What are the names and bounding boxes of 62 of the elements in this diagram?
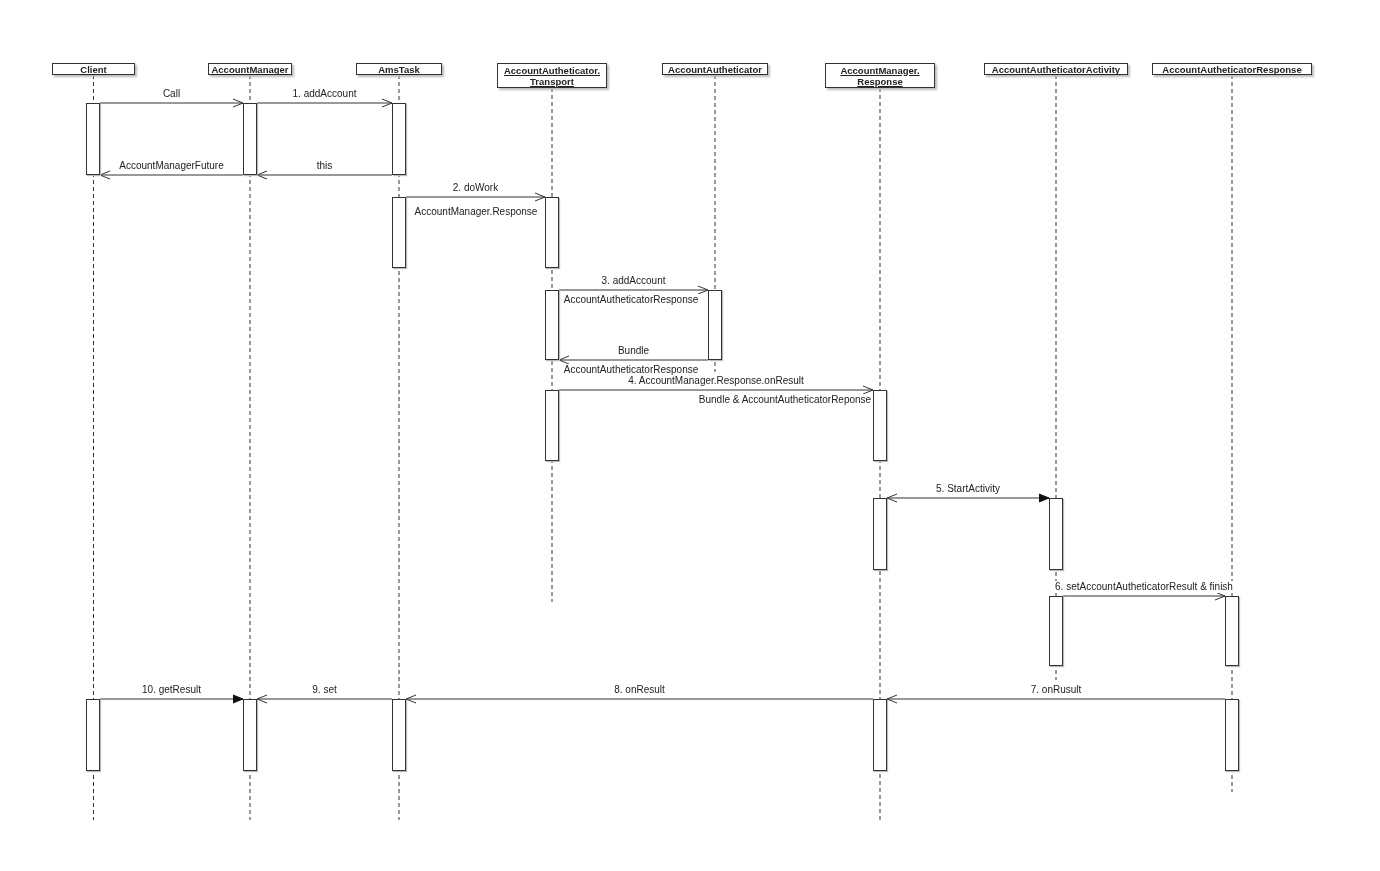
arrow [558, 285, 709, 295]
edge-label: 6. setAccountAutheticatorResult & finish [1054, 581, 1234, 593]
activation-bar [392, 103, 406, 175]
activation-bar [545, 197, 559, 268]
edge-label: Bundle [616, 345, 651, 357]
participant-name: AmsTask [378, 63, 420, 75]
edge-label: 5. StartActivity [935, 483, 1001, 495]
participant-name: AccountAutheticator. Transport [502, 64, 602, 87]
arrow [558, 385, 874, 395]
edge-label: 4. AccountManager.Response.onResult [627, 375, 805, 387]
arrow [405, 694, 874, 704]
message-parameter: AccountAutheticatorResponse [562, 364, 700, 376]
arrow [99, 694, 244, 704]
message-parameter: AccountManager.Response [413, 206, 539, 218]
activation-bar [1049, 596, 1063, 666]
activation-bar [243, 103, 257, 175]
participant-box [497, 63, 607, 88]
arrow [886, 694, 1226, 704]
participant-box [356, 63, 442, 75]
edge-label: AccountManagerFuture [118, 160, 225, 172]
activation-bar [1049, 498, 1063, 570]
participant-box [52, 63, 135, 75]
activation-bar [708, 290, 722, 360]
arrow [405, 192, 546, 202]
activation-bar [1225, 699, 1239, 771]
arrow [256, 98, 393, 108]
edge-label: 9. set [311, 684, 338, 696]
edge-label: 2. doWork [451, 182, 500, 194]
activation-bar [873, 390, 887, 461]
activation-bar [86, 103, 100, 175]
activation-bar [86, 699, 100, 771]
edge-label: 10. getResult [141, 684, 202, 696]
activation-bar [1225, 596, 1239, 666]
activation-bar [392, 699, 406, 771]
participant-name: AccountManager. Response [839, 64, 921, 87]
edge-label: 8. onResult [613, 684, 666, 696]
arrow [99, 170, 244, 180]
activation-bar [873, 699, 887, 771]
participant-name: Client [80, 63, 107, 75]
edge-label: Call [161, 88, 182, 100]
arrow [558, 355, 709, 365]
activation-bar [243, 699, 257, 771]
arrow [256, 694, 393, 704]
participant-name: AccountAutheticatorResponse [1162, 63, 1302, 75]
edge-label: 3. addAccount [600, 275, 667, 287]
participant-box [825, 63, 935, 88]
edge-label: this [315, 160, 334, 172]
arrow [256, 170, 393, 180]
activation-bar [873, 498, 887, 570]
activation-bar [392, 197, 406, 268]
participant-name: AccountAutheticator [668, 63, 762, 75]
arrow [1062, 591, 1226, 601]
activation-bar [545, 390, 559, 461]
arrow [886, 493, 1050, 503]
participant-name: AccountManager [211, 63, 289, 75]
participant-name: AccountAutheticatorActivity [991, 63, 1121, 75]
message-parameter: Bundle & AccountAutheticatorReponse [697, 394, 873, 406]
message-parameter: AccountAutheticatorResponse [562, 294, 700, 306]
arrow [99, 98, 244, 108]
edge-label: 7. onRusult [1029, 684, 1083, 696]
edge-label: 1. addAccount [291, 88, 358, 100]
activation-bar [545, 290, 559, 360]
